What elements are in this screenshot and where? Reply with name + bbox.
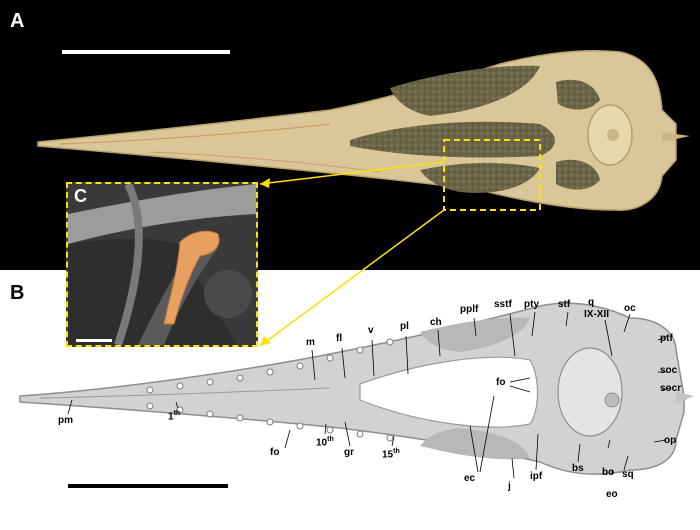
label-fo-rostral: fo (270, 447, 280, 458)
label-ec: ec (464, 473, 476, 484)
render-skull (19, 302, 694, 475)
label-tooth-1: 1th (168, 410, 181, 423)
scale-bar-a (62, 50, 230, 54)
label-ipf: ipf (530, 471, 543, 482)
label-sq: sq (622, 469, 634, 480)
label-j: j (508, 481, 511, 492)
label-gr: gr (344, 447, 354, 458)
label-stf: stf (558, 299, 571, 310)
label-pm: pm (58, 415, 73, 426)
label-pl: pl (400, 321, 409, 332)
photo-skull (37, 50, 690, 211)
label-m: m (306, 337, 315, 348)
connector-arrow-upper (260, 178, 270, 188)
label-leader-lines (67, 311, 671, 479)
scale-bar-c (76, 339, 112, 342)
label-tooth-10: 10th (316, 436, 334, 449)
connector-arrow-lower (260, 336, 271, 346)
label-ptf: ptf (660, 333, 673, 344)
connector-line-lower (259, 209, 445, 347)
panel-label-a: A (10, 10, 25, 32)
label-sstf: sstf (494, 299, 512, 310)
panel-label-b: B (10, 282, 25, 304)
label-tooth-15: 15th (382, 448, 400, 461)
label-fo-palatal: fo (496, 377, 506, 388)
label-eo: eo (606, 489, 618, 500)
label-soc: soc (660, 365, 678, 376)
label-bo: bo (602, 467, 615, 478)
label-bs: bs (572, 463, 584, 474)
label-pplf: pplf (460, 304, 479, 315)
label-v: v (368, 325, 374, 336)
panel-label-c: C (74, 186, 87, 206)
label-ch: ch (430, 317, 442, 328)
scale-bar-b (68, 484, 228, 488)
label-q: q (588, 297, 595, 308)
label-op: op (664, 435, 677, 446)
inset-c-image (68, 184, 256, 345)
label-pty: pty (524, 299, 539, 310)
connector-line-upper (259, 161, 445, 185)
label-fl: fl (336, 333, 343, 344)
label-ix-xii: IX-XII (584, 309, 610, 320)
label-socr: socr (660, 383, 682, 394)
highlight-box (443, 139, 541, 211)
inset-c-closeup (66, 182, 258, 347)
label-oc: oc (624, 303, 636, 314)
